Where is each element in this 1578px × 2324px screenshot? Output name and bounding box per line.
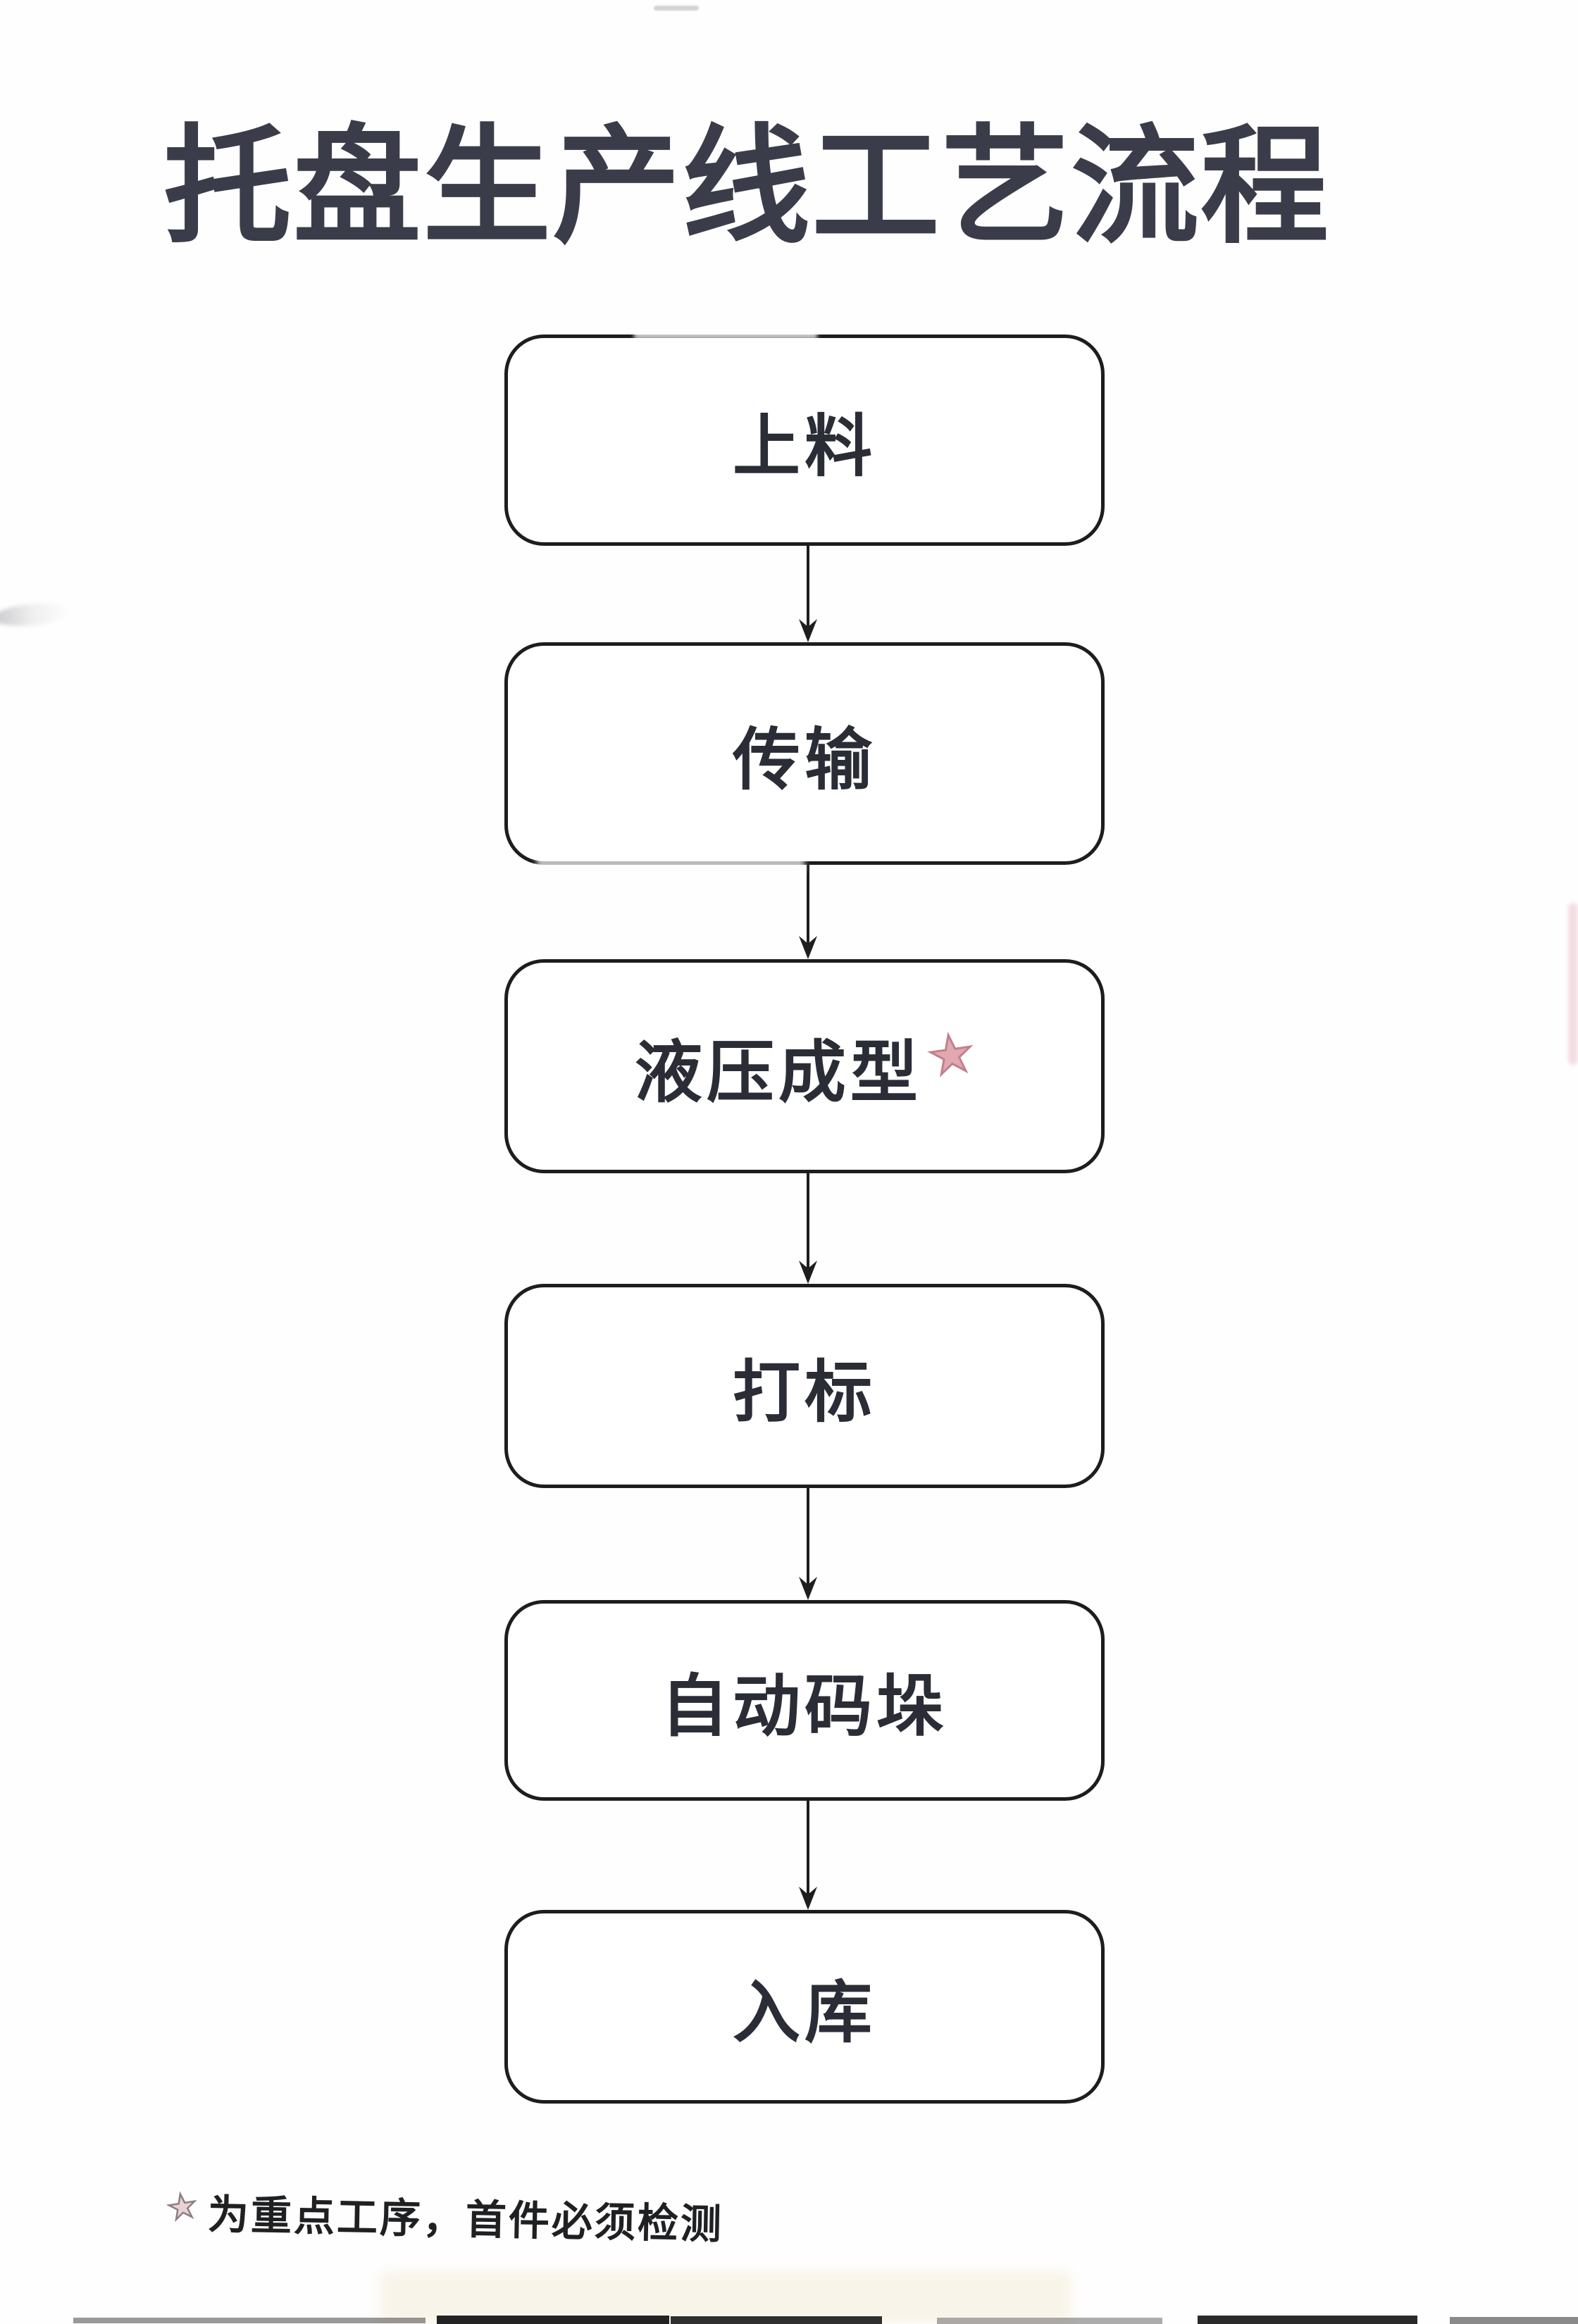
flow-step-warehousing: 入库 <box>504 1910 1105 2104</box>
footnote-text: 为重点工序，首件必须检测 <box>207 2192 724 2248</box>
flow-step-marking: 打标 <box>504 1284 1105 1488</box>
scan-artifact-right-pink-streak <box>1568 903 1578 1065</box>
scan-artifact-left-smudge <box>0 601 72 629</box>
flow-step-label: 自动码垛 <box>661 1669 948 1744</box>
flow-step-hydraulic-forming: 液压成型 ★ <box>504 959 1105 1173</box>
flow-step-label: 打标 <box>733 1354 876 1430</box>
scan-artifact-bottom-edge <box>1450 2317 1578 2324</box>
flow-step-label: 入库 <box>733 1975 876 2051</box>
flow-arrow-2 <box>799 865 817 959</box>
scan-artifact-bottom-tint <box>380 2272 1071 2324</box>
flow-step-label: 上料 <box>733 408 876 485</box>
flow-arrow-1 <box>799 546 817 642</box>
page-title: 托盘生产线工艺流程 <box>163 115 1330 258</box>
scan-artifact-top-dash <box>654 6 699 11</box>
scan-artifact-bottom-edge <box>937 2318 1162 2324</box>
flow-step-loading: 上料 <box>504 335 1105 546</box>
footnote-star-icon: ★ <box>163 2186 201 2230</box>
scan-artifact-bottom-edge <box>73 2318 425 2323</box>
flow-arrow-3 <box>799 1173 817 1284</box>
flow-step-auto-palletizing: 自动码垛 <box>504 1600 1105 1801</box>
flow-arrow-5 <box>799 1801 817 1910</box>
scan-artifact-bottom-edge <box>1198 2316 1417 2324</box>
flow-step-label: 传输 <box>733 722 876 798</box>
scan-artifact-bottom-edge <box>671 2316 882 2324</box>
footnote: ★ 为重点工序，首件必须检测 <box>163 2180 724 2250</box>
flow-step-transfer: 传输 <box>504 642 1105 865</box>
key-process-star-icon: ★ <box>923 1021 979 1087</box>
flow-arrow-4 <box>799 1488 817 1600</box>
scan-artifact-bottom-edge <box>437 2316 669 2324</box>
flow-step-label: 液压成型 <box>634 1035 922 1111</box>
